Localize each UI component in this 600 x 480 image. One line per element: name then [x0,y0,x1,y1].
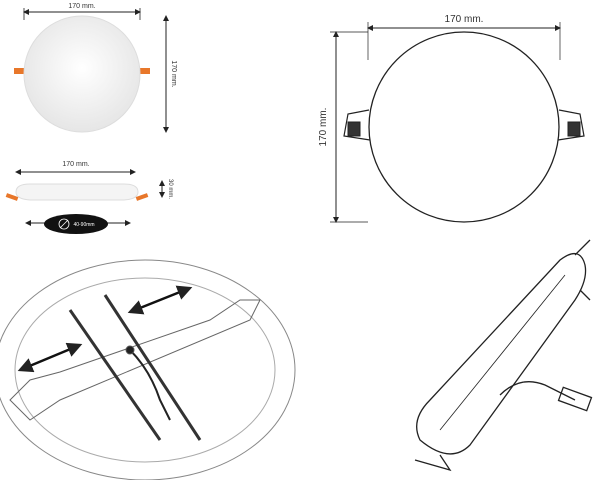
photo-side-view: 170 mm. 30 mm. 40-90mm [5,161,173,234]
photo-side-width-label: 170 mm. [62,161,89,168]
drawing-installation-exploded [0,259,296,480]
panel-photo [23,15,141,133]
spring-clip-left [14,68,30,74]
cutout-badge [44,214,108,234]
drawing-height-label: 170 mm. [318,108,329,147]
photo-top-view: 170 mm. 170 mm. [14,3,177,133]
cutout-label: 40-90mm [73,222,94,228]
photo-side-height-label: 30 mm. [167,179,173,199]
photo-top-width-label: 170 mm. [68,3,95,10]
drawing-width-label: 170 mm. [445,14,484,25]
drawing-insertion-side [414,239,593,472]
spring-clip-right [134,68,150,74]
photo-top-height-label: 170 mm. [170,60,177,87]
drawing-front-view [330,22,585,223]
